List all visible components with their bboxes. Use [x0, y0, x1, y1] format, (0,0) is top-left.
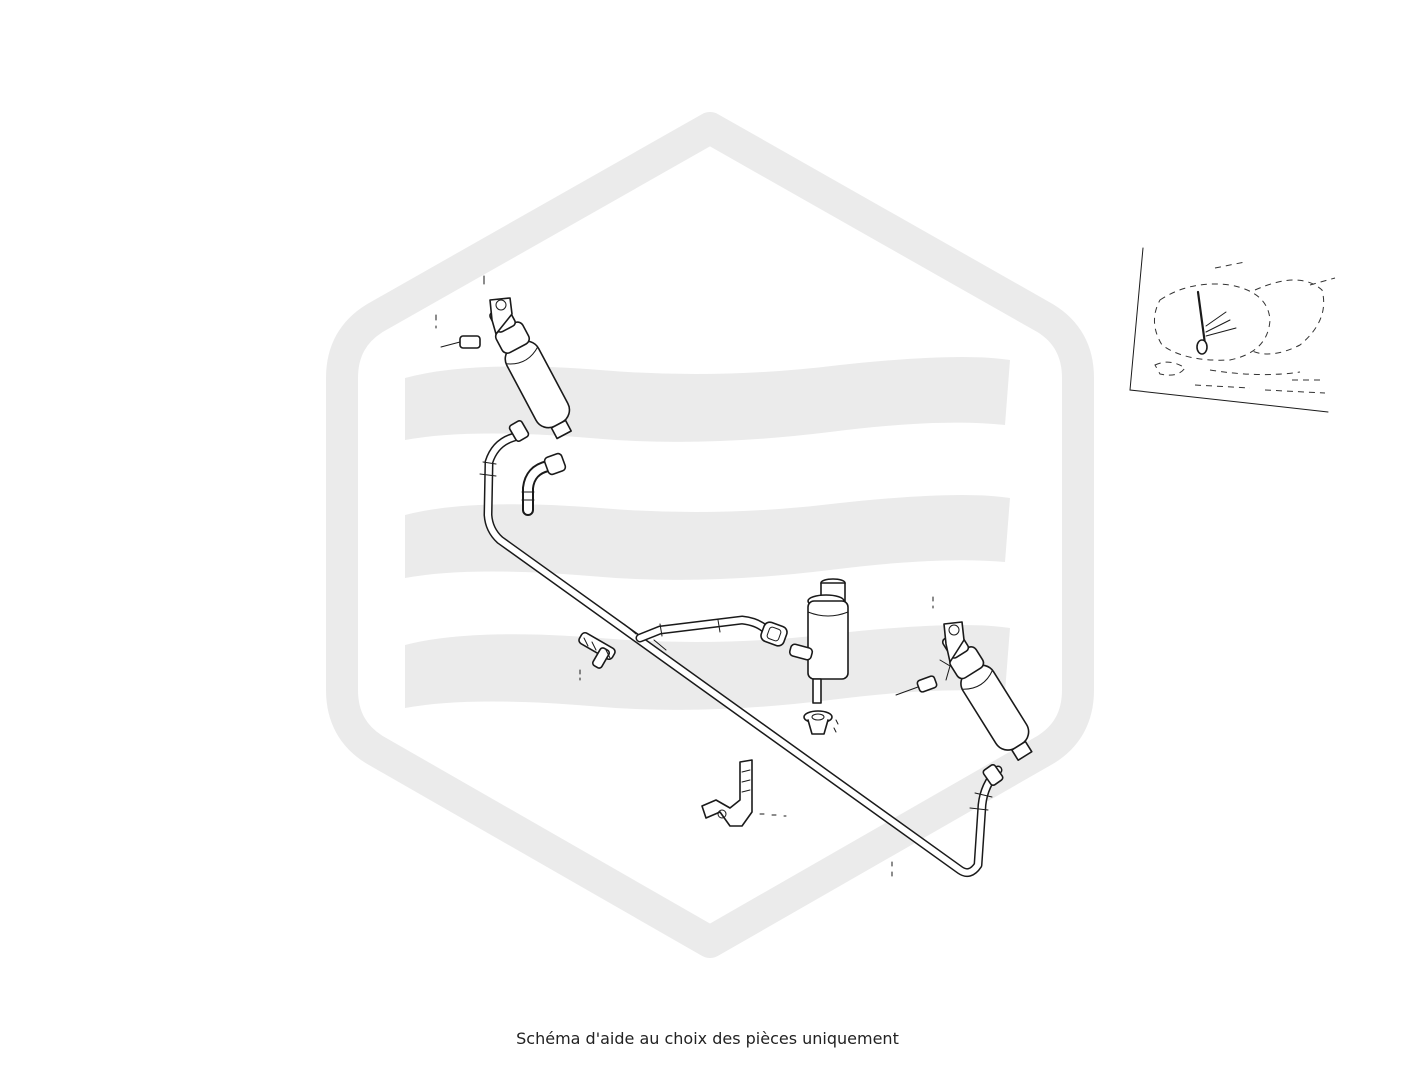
t-connector: [578, 631, 616, 669]
pump-grommet: [803, 710, 833, 735]
washer-pump: [788, 578, 849, 704]
right-pin: [895, 675, 938, 696]
watermark-logo: [326, 112, 1094, 958]
leader-marks: [435, 275, 934, 877]
elbow-connector: [521, 452, 567, 516]
right-washer-nozzle: [939, 621, 1033, 787]
left-pin: [440, 335, 481, 349]
hose-clip: [701, 759, 753, 827]
diagram-caption: Schéma d'aide au choix des pièces unique…: [516, 1029, 899, 1048]
left-washer-nozzle: [489, 297, 572, 442]
vehicle-location-inset: [1129, 247, 1336, 413]
main-hose: [479, 431, 1003, 878]
